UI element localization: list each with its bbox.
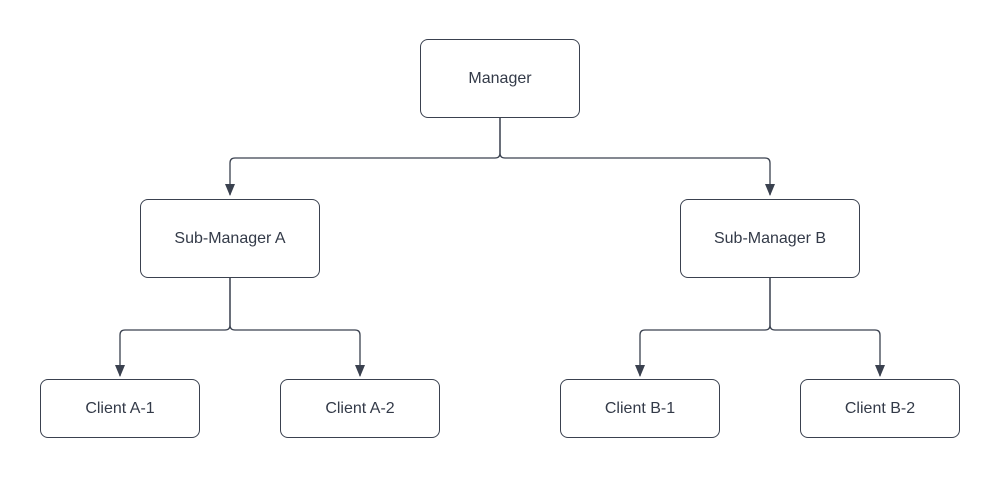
node-client-a2-label: Client A-2 (325, 399, 395, 417)
edge-sub-manager-a-client-a2 (229, 278, 365, 377)
node-client-a1-label: Client A-1 (85, 399, 155, 417)
node-sub-manager-a: Sub-Manager A (140, 199, 320, 278)
node-sub-manager-a-label: Sub-Manager A (174, 229, 286, 247)
edge-sub-manager-b-client-b1 (635, 278, 771, 377)
node-client-a2: Client A-2 (280, 379, 440, 438)
edge-manager-sub-manager-b (499, 118, 775, 196)
node-client-a1: Client A-1 (40, 379, 200, 438)
edge-sub-manager-a-client-a1 (115, 278, 231, 377)
edge-sub-manager-b-client-b2 (769, 278, 885, 377)
node-manager: Manager (420, 39, 580, 118)
node-client-b1: Client B-1 (560, 379, 720, 438)
node-manager-label: Manager (468, 69, 532, 87)
node-client-b1-label: Client B-1 (604, 399, 676, 417)
node-sub-manager-b: Sub-Manager B (680, 199, 860, 278)
node-client-b2-label: Client B-2 (844, 399, 916, 417)
node-client-b2: Client B-2 (800, 379, 960, 438)
edge-manager-sub-manager-a (225, 118, 501, 196)
node-sub-manager-b-label: Sub-Manager B (713, 229, 827, 247)
